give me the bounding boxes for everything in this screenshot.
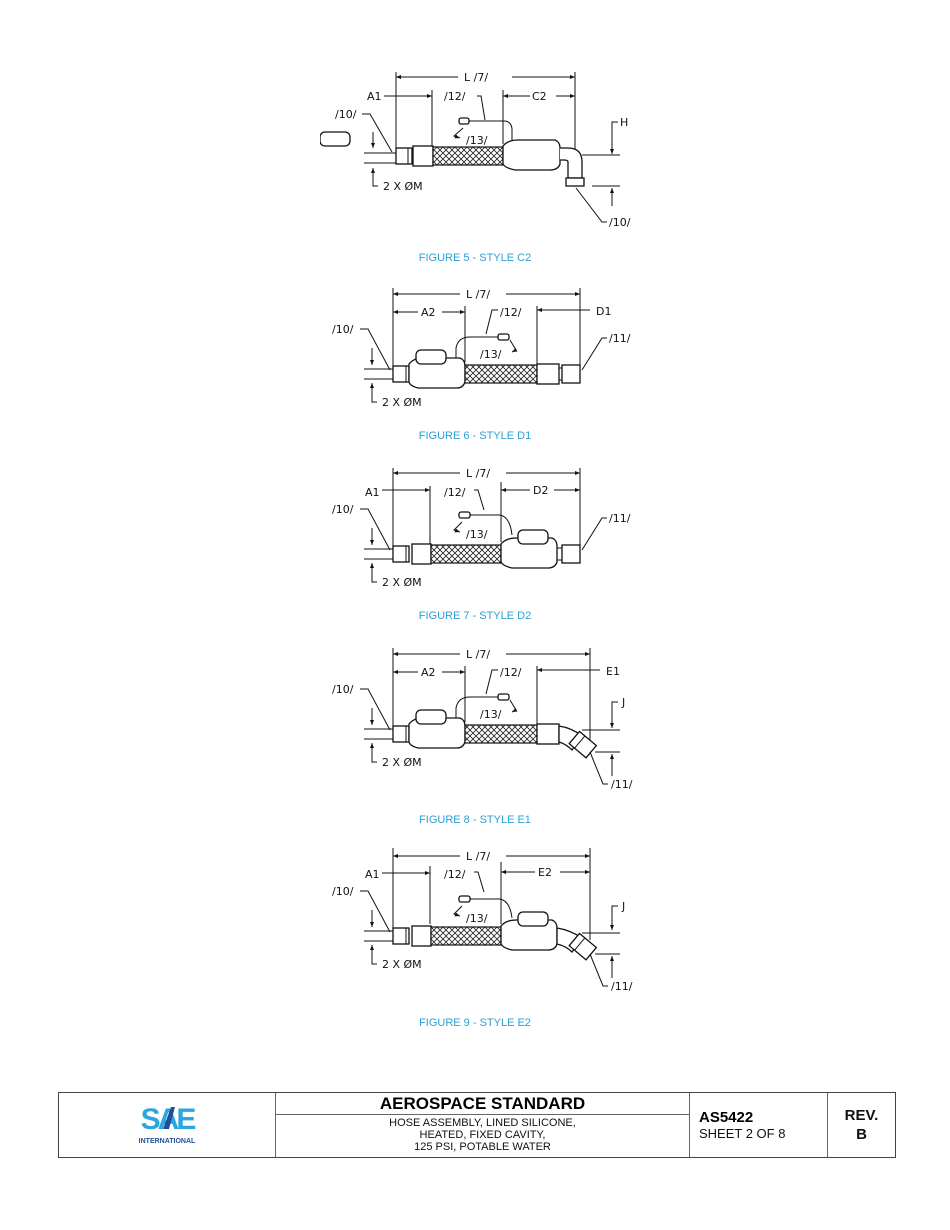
wire-label-12: /12/: [444, 486, 466, 499]
figure-6-style-d1: L /7/ A2 D1 /12/ /13/ /10/ /11/ 2 X ØM: [320, 280, 650, 420]
description-line-3: 125 PSI, POTABLE WATER: [414, 1141, 551, 1153]
dim-label-d2: D2: [533, 484, 548, 497]
dim-label-l: L /7/: [466, 648, 490, 661]
figure-7-caption: FIGURE 7 - STYLE D2: [418, 610, 532, 622]
hose-drawing-e2: L /7/ A1 E2 /12/ /13/ /10/ J /11/: [332, 848, 633, 993]
wire-end-label-13: /13/: [466, 134, 488, 147]
fitting-label-11: /11/: [609, 512, 631, 525]
dim-label-d1: D1: [596, 305, 611, 318]
hose-drawing-d1: L /7/ A2 D1 /12/ /13/ /10/ /11/ 2 X ØM: [332, 288, 631, 409]
fitting-label-10-left: /10/: [335, 108, 357, 121]
diameter-label: 2 X ØM: [382, 396, 422, 409]
standard-heading: AEROSPACE STANDARD: [276, 1093, 689, 1115]
sae-logo: SAE INTERNATIONAL: [139, 1103, 199, 1145]
document-cell: AS5422 SHEET 2 OF 8: [690, 1093, 828, 1157]
diameter-label: 2 X ØM: [382, 756, 422, 769]
sae-logo-cell: SAE INTERNATIONAL: [59, 1093, 276, 1157]
dim-label-a2: A2: [421, 306, 436, 319]
dim-label-e1: E1: [606, 665, 620, 678]
figure-5-style-c2: L /7/ A1 C2 /12/ /13/ /10/ H: [320, 60, 650, 240]
revision-value: B: [856, 1126, 867, 1143]
dim-label-a1: A1: [365, 486, 380, 499]
dim-label-l: L /7/: [466, 850, 490, 863]
diameter-label: 2 X ØM: [382, 958, 422, 971]
wire-label-12: /12/: [500, 306, 522, 319]
revision-cell: REV. B: [828, 1093, 895, 1157]
offset-label-j: J: [621, 900, 625, 913]
fitting-label-10-left: /10/: [332, 503, 354, 516]
dim-label-c2: C2: [532, 90, 547, 103]
figure-8-style-e1: L /7/ A2 E1 /12/ /13/ /10/ J /11/: [320, 640, 650, 800]
dim-label-e2: E2: [538, 866, 552, 879]
offset-label-h: H: [620, 116, 628, 129]
dim-label-l: L /7/: [466, 288, 490, 301]
description-line-1: HOSE ASSEMBLY, LINED SILICONE,: [389, 1117, 576, 1129]
figure-5-caption: FIGURE 5 - STYLE C2: [418, 252, 532, 264]
fitting-label-11: /11/: [611, 778, 633, 791]
dim-label-l: L /7/: [466, 467, 490, 480]
wire-end-label-13: /13/: [466, 912, 488, 925]
figure-7-style-d2: L /7/ A1 D2 /12/ /13/ /10/ /11/ 2 X ØM: [320, 460, 650, 600]
hose-drawing-c2: L /7/ A1 C2 /12/ /13/ /10/ H: [320, 71, 631, 229]
document-number: AS5422: [699, 1108, 754, 1126]
wire-end-label-13: /13/: [480, 348, 502, 361]
description-line-2: HEATED, FIXED CAVITY,: [419, 1129, 546, 1141]
dim-label-a1: A1: [367, 90, 382, 103]
diameter-label: 2 X ØM: [383, 180, 423, 193]
diameter-label: 2 X ØM: [382, 576, 422, 589]
figure-9-caption: FIGURE 9 - STYLE E2: [419, 1017, 531, 1029]
figure-8-caption: FIGURE 8 - STYLE E1: [419, 814, 531, 826]
dim-label-a1: A1: [365, 868, 380, 881]
fitting-label-10-right: /10/: [609, 216, 631, 229]
figure-9-style-e2: L /7/ A1 E2 /12/ /13/ /10/ J /11/: [320, 840, 650, 1000]
fitting-label-10-left: /10/: [332, 683, 354, 696]
wire-end-label-13: /13/: [466, 528, 488, 541]
fitting-label-10-left: /10/: [332, 885, 354, 898]
dim-label-l: L /7/: [464, 71, 488, 84]
title-cell: AEROSPACE STANDARD HOSE ASSEMBLY, LINED …: [276, 1093, 690, 1157]
wire-label-12: /12/: [500, 666, 522, 679]
sae-logo-subtext: INTERNATIONAL: [139, 1138, 196, 1145]
offset-label-j: J: [621, 696, 625, 709]
hose-drawing-e1: L /7/ A2 E1 /12/ /13/ /10/ J /11/: [332, 648, 633, 791]
wire-label-12: /12/: [444, 90, 466, 103]
sheet-number: SHEET 2 OF 8: [699, 1125, 786, 1141]
figure-6-caption: FIGURE 6 - STYLE D1: [418, 430, 532, 442]
standard-description: HOSE ASSEMBLY, LINED SILICONE, HEATED, F…: [276, 1115, 689, 1157]
dim-label-a2: A2: [421, 666, 436, 679]
fitting-label-11: /11/: [611, 980, 633, 993]
fitting-label-10-left: /10/: [332, 323, 354, 336]
wire-end-label-13: /13/: [480, 708, 502, 721]
revision-label: REV.: [844, 1107, 879, 1124]
fitting-label-11: /11/: [609, 332, 631, 345]
hose-drawing-d2: L /7/ A1 D2 /12/ /13/ /10/ /11/ 2 X ØM: [332, 467, 631, 589]
wire-label-12: /12/: [444, 868, 466, 881]
title-block: SAE INTERNATIONAL AEROSPACE STANDARD HOS…: [58, 1092, 896, 1158]
